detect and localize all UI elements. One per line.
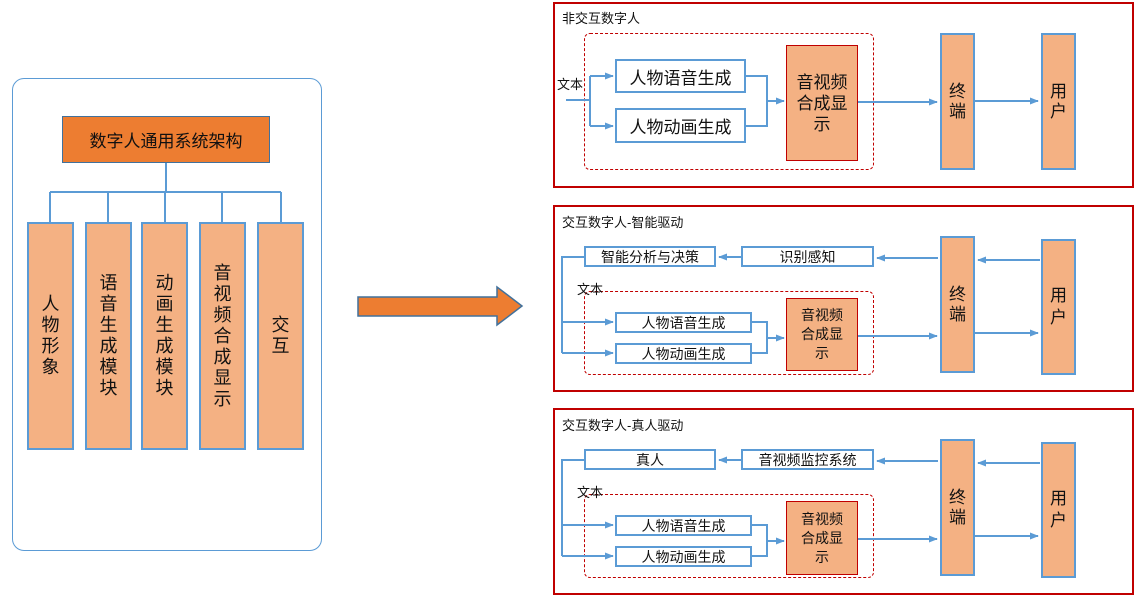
connector-line	[561, 256, 584, 353]
text-input-label: 文本	[577, 485, 604, 500]
terminal-box: 终端	[940, 439, 975, 576]
terminal-box: 终端	[940, 236, 975, 373]
architecture-title: 数字人通用系统架构	[89, 132, 243, 151]
module-label: 语音生成模块	[99, 273, 118, 398]
voice-generation-label: 人物语音生成	[641, 314, 726, 331]
module-column-voice-generation: 语音生成模块	[85, 222, 132, 450]
real-person-label: 真人	[636, 451, 664, 468]
panel-title: 交互数字人-真人驱动	[562, 418, 684, 433]
panel-human-driven	[553, 408, 1134, 595]
panel-intelligent-driven	[553, 205, 1134, 392]
connector-line	[561, 459, 584, 556]
user-label: 用户	[1049, 489, 1067, 530]
transition-arrow-icon	[357, 285, 524, 327]
av-composition-label: 音视频合成显示	[796, 72, 848, 134]
module-column-av-composition: 音视频合成显示	[199, 222, 246, 450]
module-column-interaction: 交互	[257, 222, 304, 450]
real-person-box: 真人	[584, 449, 716, 470]
av-monitoring-box: 音视频监控系统	[741, 449, 874, 470]
module-label: 音视频合成显示	[213, 262, 232, 409]
module-column-character-image: 人物形象	[27, 222, 74, 450]
module-label: 人物形象	[41, 294, 60, 377]
decision-label: 智能分析与决策	[601, 248, 699, 265]
voice-generation-box: 人物语音生成	[615, 312, 752, 333]
module-label: 动画生成模块	[155, 273, 174, 398]
module-label: 交互	[271, 315, 290, 356]
av-composition-label: 音视频合成显示	[801, 307, 843, 361]
terminal-label: 终端	[948, 81, 966, 121]
panel-title: 交互数字人-智能驱动	[562, 215, 684, 230]
connector-line	[752, 524, 768, 557]
terminal-box: 终端	[940, 33, 975, 170]
perception-label: 识别感知	[779, 248, 836, 265]
av-monitoring-label: 音视频监控系统	[758, 451, 857, 468]
decision-box: 智能分析与决策	[584, 246, 716, 267]
terminal-label: 终端	[948, 487, 966, 527]
voice-generation-label: 人物语音生成	[629, 68, 732, 88]
animation-generation-label: 人物动画生成	[629, 118, 732, 137]
av-composition-box: 音视频合成显示	[786, 501, 858, 575]
connector-line	[752, 321, 768, 354]
perception-box: 识别感知	[741, 246, 874, 267]
animation-generation-label: 人物动画生成	[641, 548, 726, 565]
panel-title: 非交互数字人	[562, 11, 641, 26]
user-box: 用户	[1041, 239, 1076, 375]
animation-generation-box: 人物动画生成	[615, 343, 752, 364]
av-composition-label: 音视频合成显示	[801, 510, 843, 565]
architecture-title-box: 数字人通用系统架构	[62, 116, 270, 163]
av-composition-box: 音视频合成显示	[786, 298, 858, 371]
text-input-label: 文本	[557, 77, 584, 92]
user-label: 用户	[1049, 286, 1067, 327]
voice-generation-box: 人物语音生成	[615, 515, 752, 536]
panel-non-interactive	[553, 2, 1134, 188]
connector-line	[746, 75, 768, 127]
generation-group-frame	[584, 494, 874, 578]
module-column-animation-generation: 动画生成模块	[141, 222, 188, 450]
voice-generation-box: 人物语音生成	[615, 59, 746, 93]
user-label: 用户	[1049, 81, 1067, 121]
av-composition-box: 音视频合成显示	[786, 45, 858, 161]
generation-group-frame	[584, 291, 874, 375]
animation-generation-box: 人物动画生成	[615, 108, 746, 143]
voice-generation-label: 人物语音生成	[641, 517, 726, 534]
animation-generation-box: 人物动画生成	[615, 546, 752, 567]
user-box: 用户	[1041, 442, 1076, 578]
text-input-label: 文本	[577, 282, 604, 297]
architecture-panel	[12, 78, 322, 551]
user-box: 用户	[1041, 33, 1076, 170]
animation-generation-label: 人物动画生成	[641, 345, 726, 362]
terminal-label: 终端	[948, 284, 966, 324]
